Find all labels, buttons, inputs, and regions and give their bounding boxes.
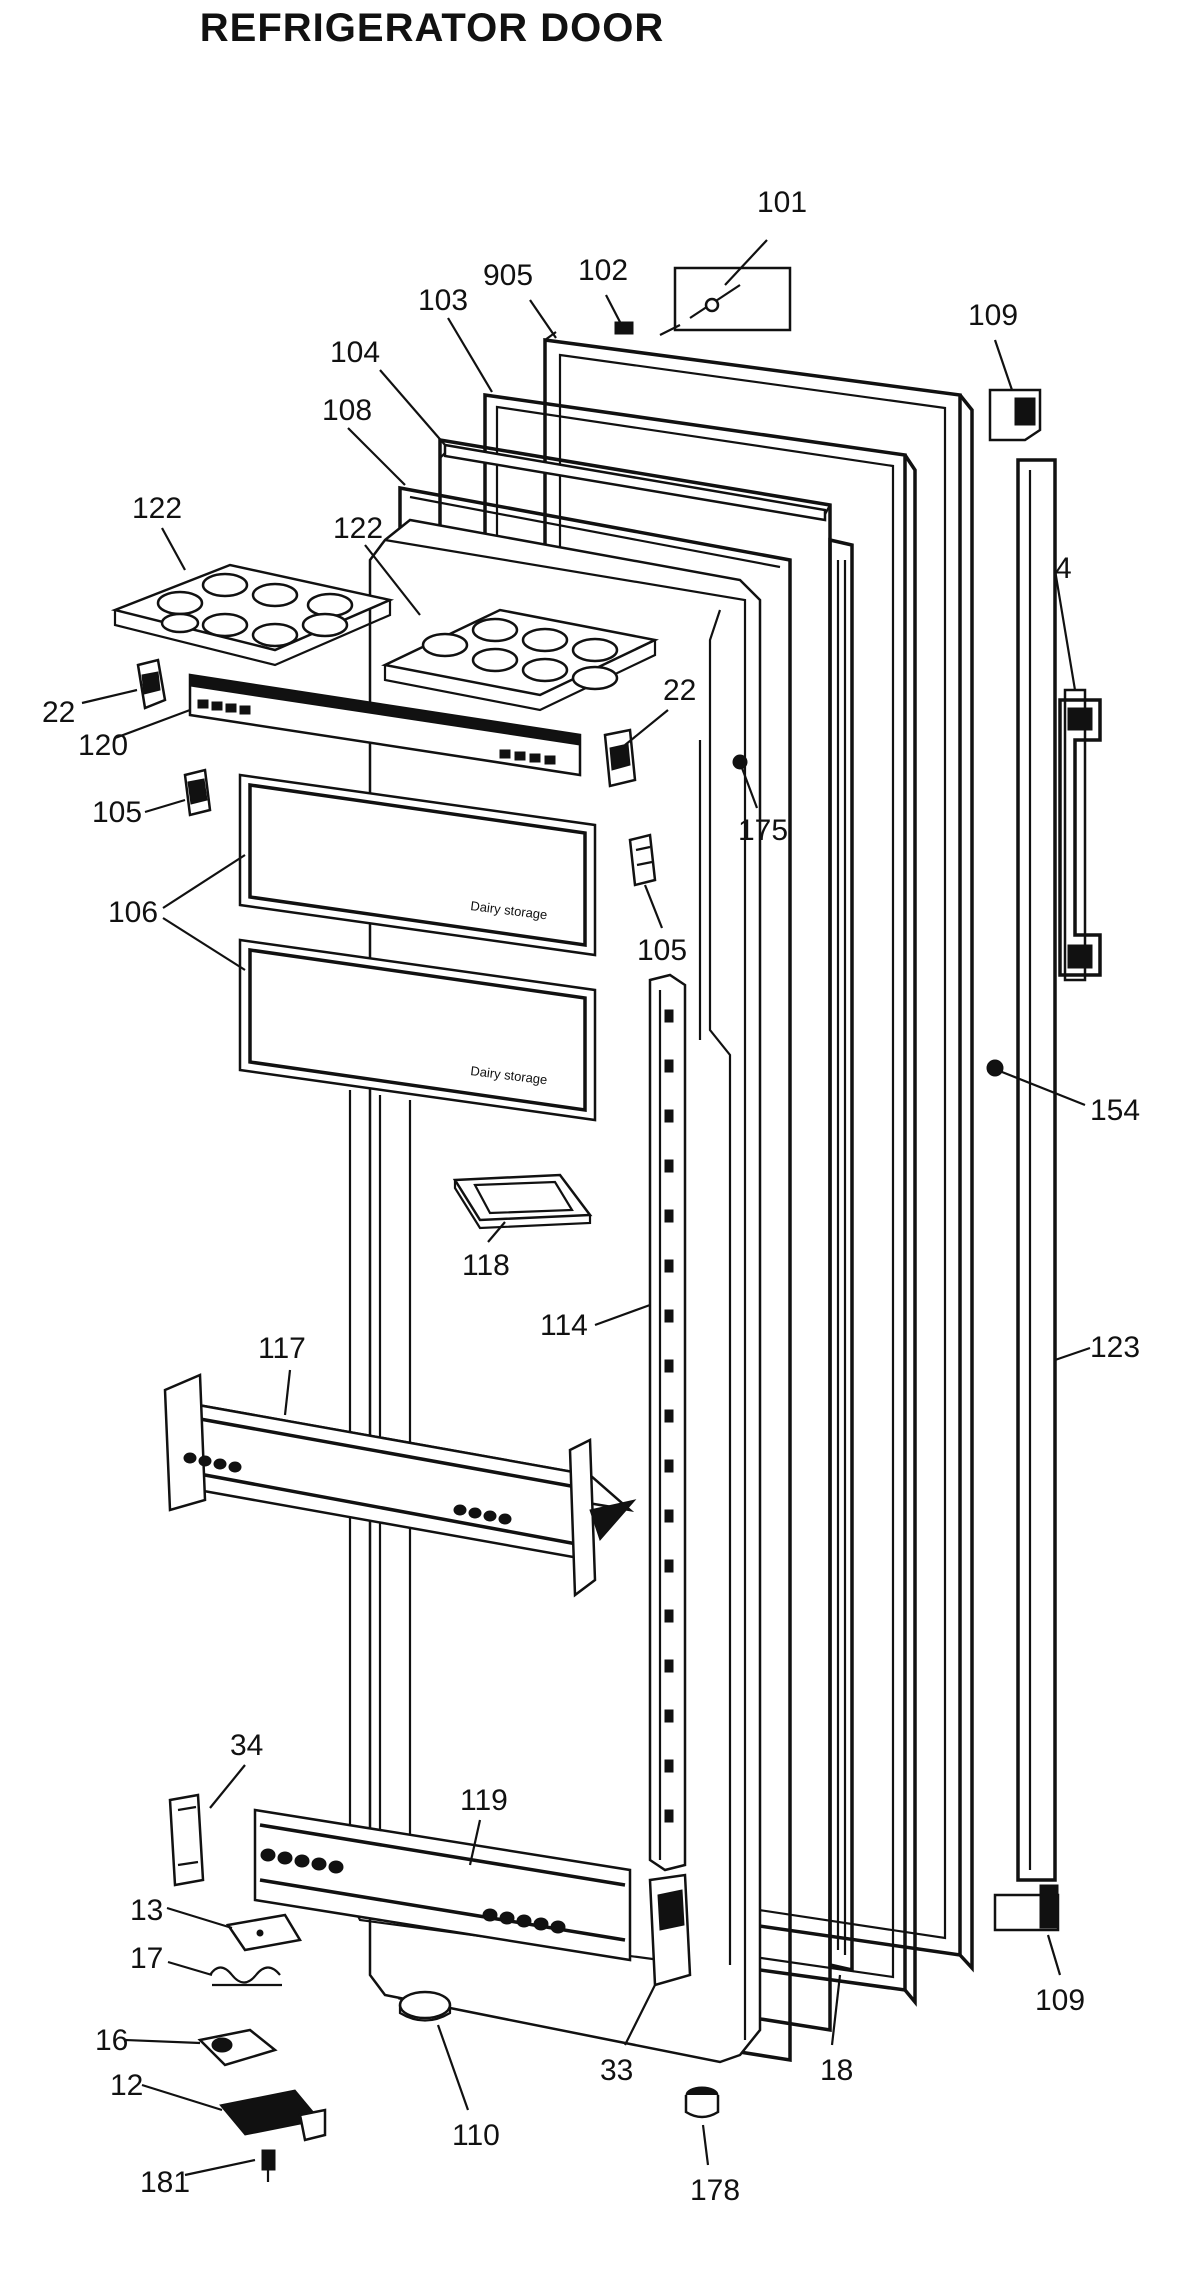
label-34: 34 xyxy=(230,1729,263,1762)
label-13: 13 xyxy=(130,1894,163,1927)
label-105-left: 105 xyxy=(92,796,142,829)
label-18: 18 xyxy=(820,2054,853,2087)
nameplate xyxy=(659,266,792,336)
label-119: 119 xyxy=(460,1784,508,1817)
hinge-bushing xyxy=(197,2028,278,2067)
label-17: 17 xyxy=(130,1942,163,1975)
label-181: 181 xyxy=(140,2166,190,2199)
dairy-door-upper: Dairy storage xyxy=(238,773,597,957)
support-slots xyxy=(664,1009,674,1823)
label-22-left: 22 xyxy=(42,696,75,729)
door-stop xyxy=(398,1990,452,2022)
egg-tray-left xyxy=(110,563,395,667)
label-101: 101 xyxy=(757,186,807,219)
label-104: 104 xyxy=(330,336,380,369)
label-105-right: 105 xyxy=(637,934,687,967)
screw-154 xyxy=(986,1059,1004,1077)
shim-plate xyxy=(225,1913,303,1952)
label-22-right: 22 xyxy=(663,674,696,707)
label-16: 16 xyxy=(95,2024,128,2057)
dairy-clip-left xyxy=(183,768,212,817)
hinge-screw xyxy=(261,2149,276,2182)
label-4: 4 xyxy=(1055,552,1072,585)
gasket-strip xyxy=(828,537,854,1973)
label-114: 114 xyxy=(540,1309,588,1342)
shelf-bracket-right xyxy=(603,728,637,788)
door-shelf xyxy=(163,1373,637,1598)
door-handle xyxy=(1058,688,1102,982)
label-12: 12 xyxy=(110,2069,143,2102)
shelf-support xyxy=(648,973,687,1872)
label-175: 175 xyxy=(738,814,788,847)
shelf-end-cap-right xyxy=(648,1873,692,1987)
label-122-left: 122 xyxy=(132,492,182,525)
label-122-right: 122 xyxy=(333,512,383,545)
leader-lines xyxy=(81,239,1091,2177)
label-117: 117 xyxy=(258,1332,306,1365)
trim-strip xyxy=(1016,458,1057,1882)
tray xyxy=(452,1173,593,1230)
diagram-title: REFRIGERATOR DOOR xyxy=(199,6,665,50)
part-labels: 101 102 905 103 104 108 109 122 122 4 22… xyxy=(42,186,1140,2207)
dairy-clip-right xyxy=(628,833,657,887)
label-154: 154 xyxy=(1090,1094,1140,1127)
label-118: 118 xyxy=(462,1249,510,1282)
shelf-holes xyxy=(183,1452,512,1525)
egg-tray-right xyxy=(381,608,659,712)
hinge-cap-bottom xyxy=(993,1884,1060,1932)
label-123: 123 xyxy=(1090,1331,1140,1364)
shelf-rail-top xyxy=(188,673,582,777)
label-103: 103 xyxy=(418,284,468,317)
label-110: 110 xyxy=(452,2119,500,2152)
shelf-rail-bottom xyxy=(253,1808,632,1962)
hinge-bracket xyxy=(219,2089,327,2142)
screw-175 xyxy=(732,754,748,770)
label-120: 120 xyxy=(78,729,128,762)
label-102: 102 xyxy=(578,254,628,287)
label-106: 106 xyxy=(108,896,158,929)
shelf-end-cap-left xyxy=(168,1793,205,1887)
label-905: 905 xyxy=(483,259,533,292)
hinge-cap-top xyxy=(988,388,1042,442)
spring-clip xyxy=(209,1966,282,1987)
screw xyxy=(614,321,634,335)
door-cam xyxy=(684,2086,720,2119)
label-33: 33 xyxy=(600,2054,633,2087)
label-109-bottom: 109 xyxy=(1035,1984,1085,2017)
dairy-door-lower: Dairy storage xyxy=(238,938,597,1122)
label-109-top: 109 xyxy=(968,299,1018,332)
label-108: 108 xyxy=(322,394,372,427)
shelf-bracket-left xyxy=(136,658,167,710)
label-178: 178 xyxy=(690,2174,740,2207)
